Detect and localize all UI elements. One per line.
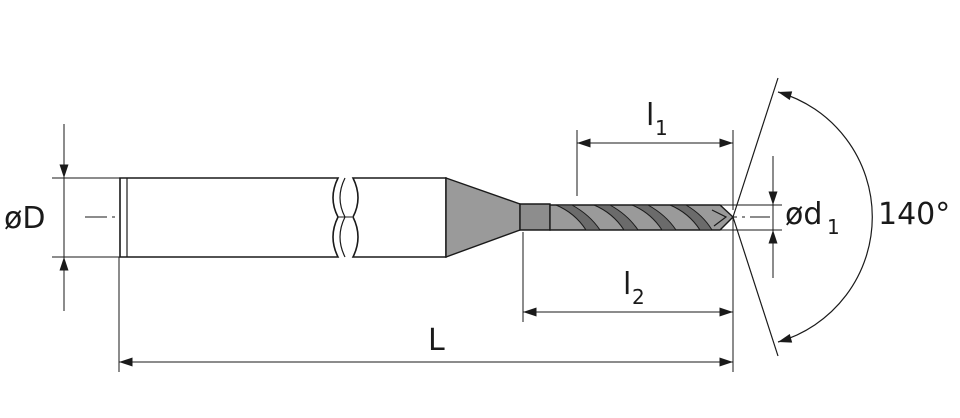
od1-label-sub: 1 <box>827 215 840 239</box>
cone-transition <box>445 177 521 259</box>
neck <box>519 203 551 231</box>
od-label: øD <box>4 201 45 236</box>
point-angle-arc <box>777 91 873 343</box>
drill-tip <box>711 209 728 227</box>
l2-label-sub: 2 <box>632 285 645 309</box>
shank-break-curve <box>339 177 346 258</box>
l1-label-sub: 1 <box>655 116 668 140</box>
flute-spirals <box>555 204 713 231</box>
point-angle-line-top <box>732 77 779 218</box>
shank-left <box>119 177 340 258</box>
l1-label: l <box>646 98 654 133</box>
shank-right <box>351 177 447 258</box>
l2-label: l <box>623 267 631 302</box>
od1-label: ød <box>785 197 822 232</box>
l-label: L <box>428 323 445 358</box>
point-angle-line-bottom <box>732 216 779 357</box>
point-angle-label: 140° <box>878 197 950 232</box>
